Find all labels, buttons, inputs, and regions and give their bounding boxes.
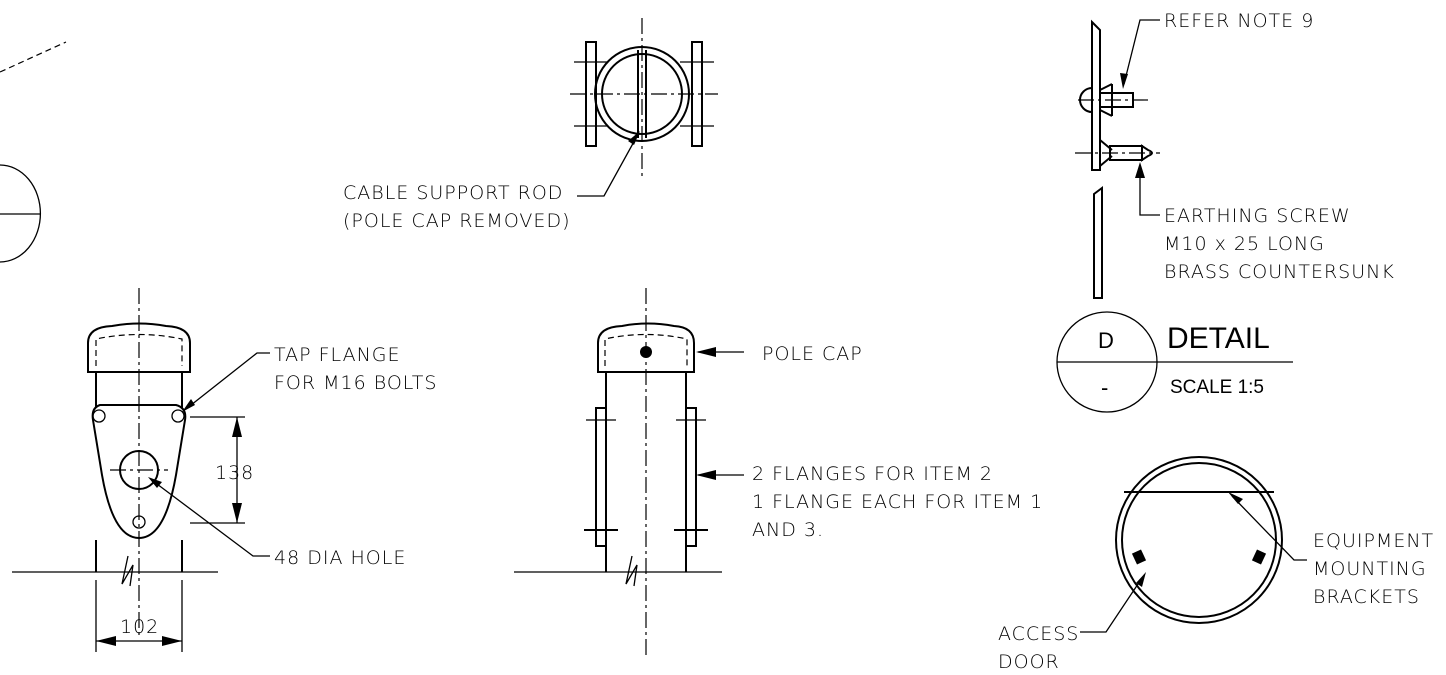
detail-letter: D bbox=[1098, 328, 1114, 353]
flanges-line2-label: 1 FLANGE EACH FOR ITEM 1 bbox=[752, 491, 1043, 513]
equipment-line2-label: MOUNTING bbox=[1313, 558, 1427, 580]
dim-102-label: 102 bbox=[120, 616, 159, 638]
detail-title: DETAIL bbox=[1167, 322, 1270, 355]
earthing-line3-label: BRASS COUNTERSUNK bbox=[1164, 261, 1395, 283]
flanges-line3-label: AND 3. bbox=[752, 519, 824, 541]
pole-cap-label: POLE CAP bbox=[762, 343, 863, 365]
tap-flange-label: TAP FLANGE bbox=[274, 344, 401, 366]
earthing-line2-label: M10 x 25 LONG bbox=[1164, 233, 1325, 255]
hole-48-label: 48 DIA HOLE bbox=[274, 547, 406, 569]
detail-d-section bbox=[1075, 19, 1160, 299]
dim-138-label: 138 bbox=[215, 462, 254, 484]
refer-note-label: REFER NOTE 9 bbox=[1164, 10, 1314, 32]
left-edge-partial-view bbox=[0, 41, 67, 263]
equipment-line1-label: EQUIPMENT bbox=[1313, 530, 1434, 552]
access-line1-label: ACCESS bbox=[998, 623, 1079, 645]
detail-dash: - bbox=[1101, 375, 1108, 400]
flanges-line1-label: 2 FLANGES FOR ITEM 2 bbox=[752, 463, 993, 485]
plan-section-brackets bbox=[1080, 456, 1307, 633]
cable-support-rod-label: CABLE SUPPORT ROD bbox=[343, 182, 563, 204]
detail-callout bbox=[1056, 311, 1293, 413]
earthing-line1-label: EARTHING SCREW bbox=[1164, 205, 1351, 227]
pole-cap-removed-label: (POLE CAP REMOVED) bbox=[343, 210, 570, 232]
front-view-tap-flange bbox=[12, 288, 270, 652]
access-line2-label: DOOR bbox=[998, 651, 1060, 673]
plan-view-cable-support bbox=[570, 18, 718, 197]
side-view-pole-cap bbox=[514, 288, 744, 655]
m16-bolts-label: FOR M16 BOLTS bbox=[274, 372, 437, 394]
detail-scale: SCALE 1:5 bbox=[1170, 377, 1264, 398]
equipment-line3-label: BRACKETS bbox=[1313, 586, 1420, 608]
